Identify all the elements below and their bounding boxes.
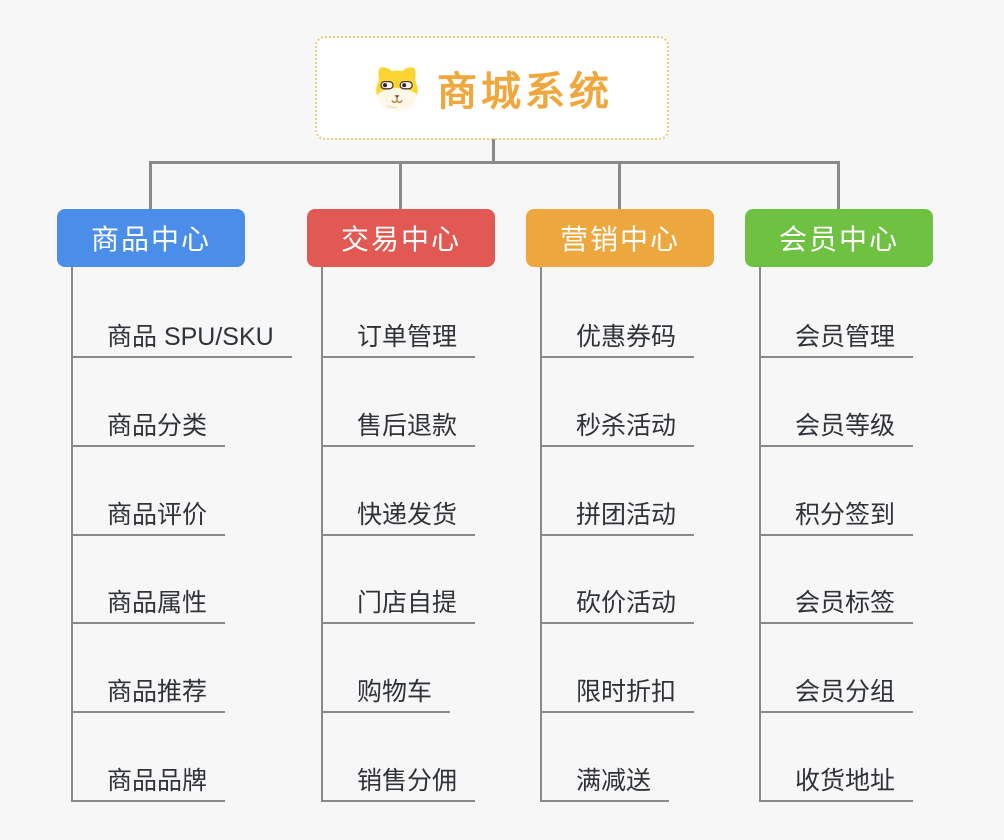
connector-branch-stub: [618, 161, 621, 209]
shiba-dog-icon: [376, 67, 418, 111]
leaf-item[interactable]: 售后退款: [322, 409, 476, 447]
connector-root-stub: [492, 139, 495, 163]
leaf-item[interactable]: 门店自提: [322, 586, 476, 624]
connector-horizontal: [150, 161, 840, 164]
leaf-item[interactable]: 满减送: [541, 764, 670, 802]
leaf-item[interactable]: 商品推荐: [72, 675, 226, 713]
root-node-label: 商城系统: [437, 70, 613, 114]
root-node[interactable]: 商城系统: [315, 36, 669, 140]
connector-branch-stub: [837, 161, 840, 209]
leaf-item[interactable]: 商品 SPU/SKU: [72, 320, 292, 358]
branch-node-product-center[interactable]: 商品中心: [57, 209, 245, 267]
leaf-item[interactable]: 商品品牌: [72, 764, 226, 802]
connector-branch-stub: [399, 161, 402, 209]
leaf-item[interactable]: 积分签到: [760, 498, 914, 536]
leaf-item[interactable]: 会员等级: [760, 409, 914, 447]
leaf-item[interactable]: 商品评价: [72, 498, 226, 536]
leaf-item[interactable]: 会员分组: [760, 675, 914, 713]
leaf-item[interactable]: 销售分佣: [322, 764, 476, 802]
leaf-item[interactable]: 商品分类: [72, 409, 226, 447]
leaf-item[interactable]: 快递发货: [322, 498, 476, 536]
leaf-item[interactable]: 会员标签: [760, 586, 914, 624]
leaf-item[interactable]: 优惠券码: [541, 320, 695, 358]
branch-node-member-center[interactable]: 会员中心: [745, 209, 933, 267]
leaf-item[interactable]: 砍价活动: [541, 586, 695, 624]
leaf-item[interactable]: 会员管理: [760, 320, 914, 358]
leaf-item[interactable]: 购物车: [322, 675, 451, 713]
leaf-item[interactable]: 拼团活动: [541, 498, 695, 536]
leaf-item[interactable]: 商品属性: [72, 586, 226, 624]
leaf-item[interactable]: 收货地址: [760, 764, 914, 802]
leaf-item[interactable]: 秒杀活动: [541, 409, 695, 447]
leaf-item[interactable]: 限时折扣: [541, 675, 695, 713]
branch-node-trade-center[interactable]: 交易中心: [307, 209, 495, 267]
leaf-item[interactable]: 订单管理: [322, 320, 476, 358]
branch-node-marketing-center[interactable]: 营销中心: [526, 209, 714, 267]
connector-branch-stub: [149, 161, 152, 209]
